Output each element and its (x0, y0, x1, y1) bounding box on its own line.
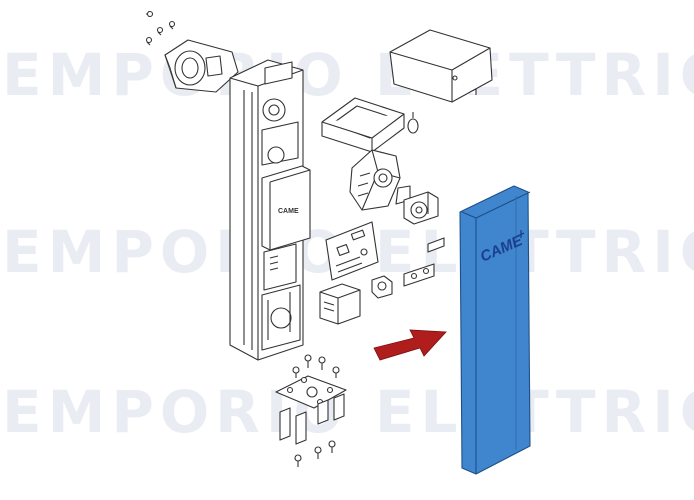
watermark-row-1: EMPORIO ELETTRICO (2, 41, 694, 109)
electrical-box: CAME (261, 165, 311, 291)
connector-block (371, 275, 393, 299)
anchor-bolts (279, 393, 345, 467)
transformer (319, 283, 361, 325)
motor-housing-cap (164, 39, 239, 93)
control-board (325, 221, 379, 281)
base-anchor-plate (275, 354, 347, 409)
limit-bracket (403, 237, 445, 287)
red-arrow (373, 329, 447, 361)
encoder-motor (403, 191, 439, 225)
gasket-frame (321, 97, 405, 153)
electrical-box-lid (389, 29, 493, 103)
front-cover-panel: CAME (459, 185, 531, 475)
gearmotor (349, 149, 411, 211)
svg-text:CAME: CAME (278, 208, 299, 215)
screws-top-left (145, 10, 176, 46)
spring-clip (407, 112, 419, 134)
watermark-row-3: EMPORIO ELETTRICO (2, 378, 694, 446)
